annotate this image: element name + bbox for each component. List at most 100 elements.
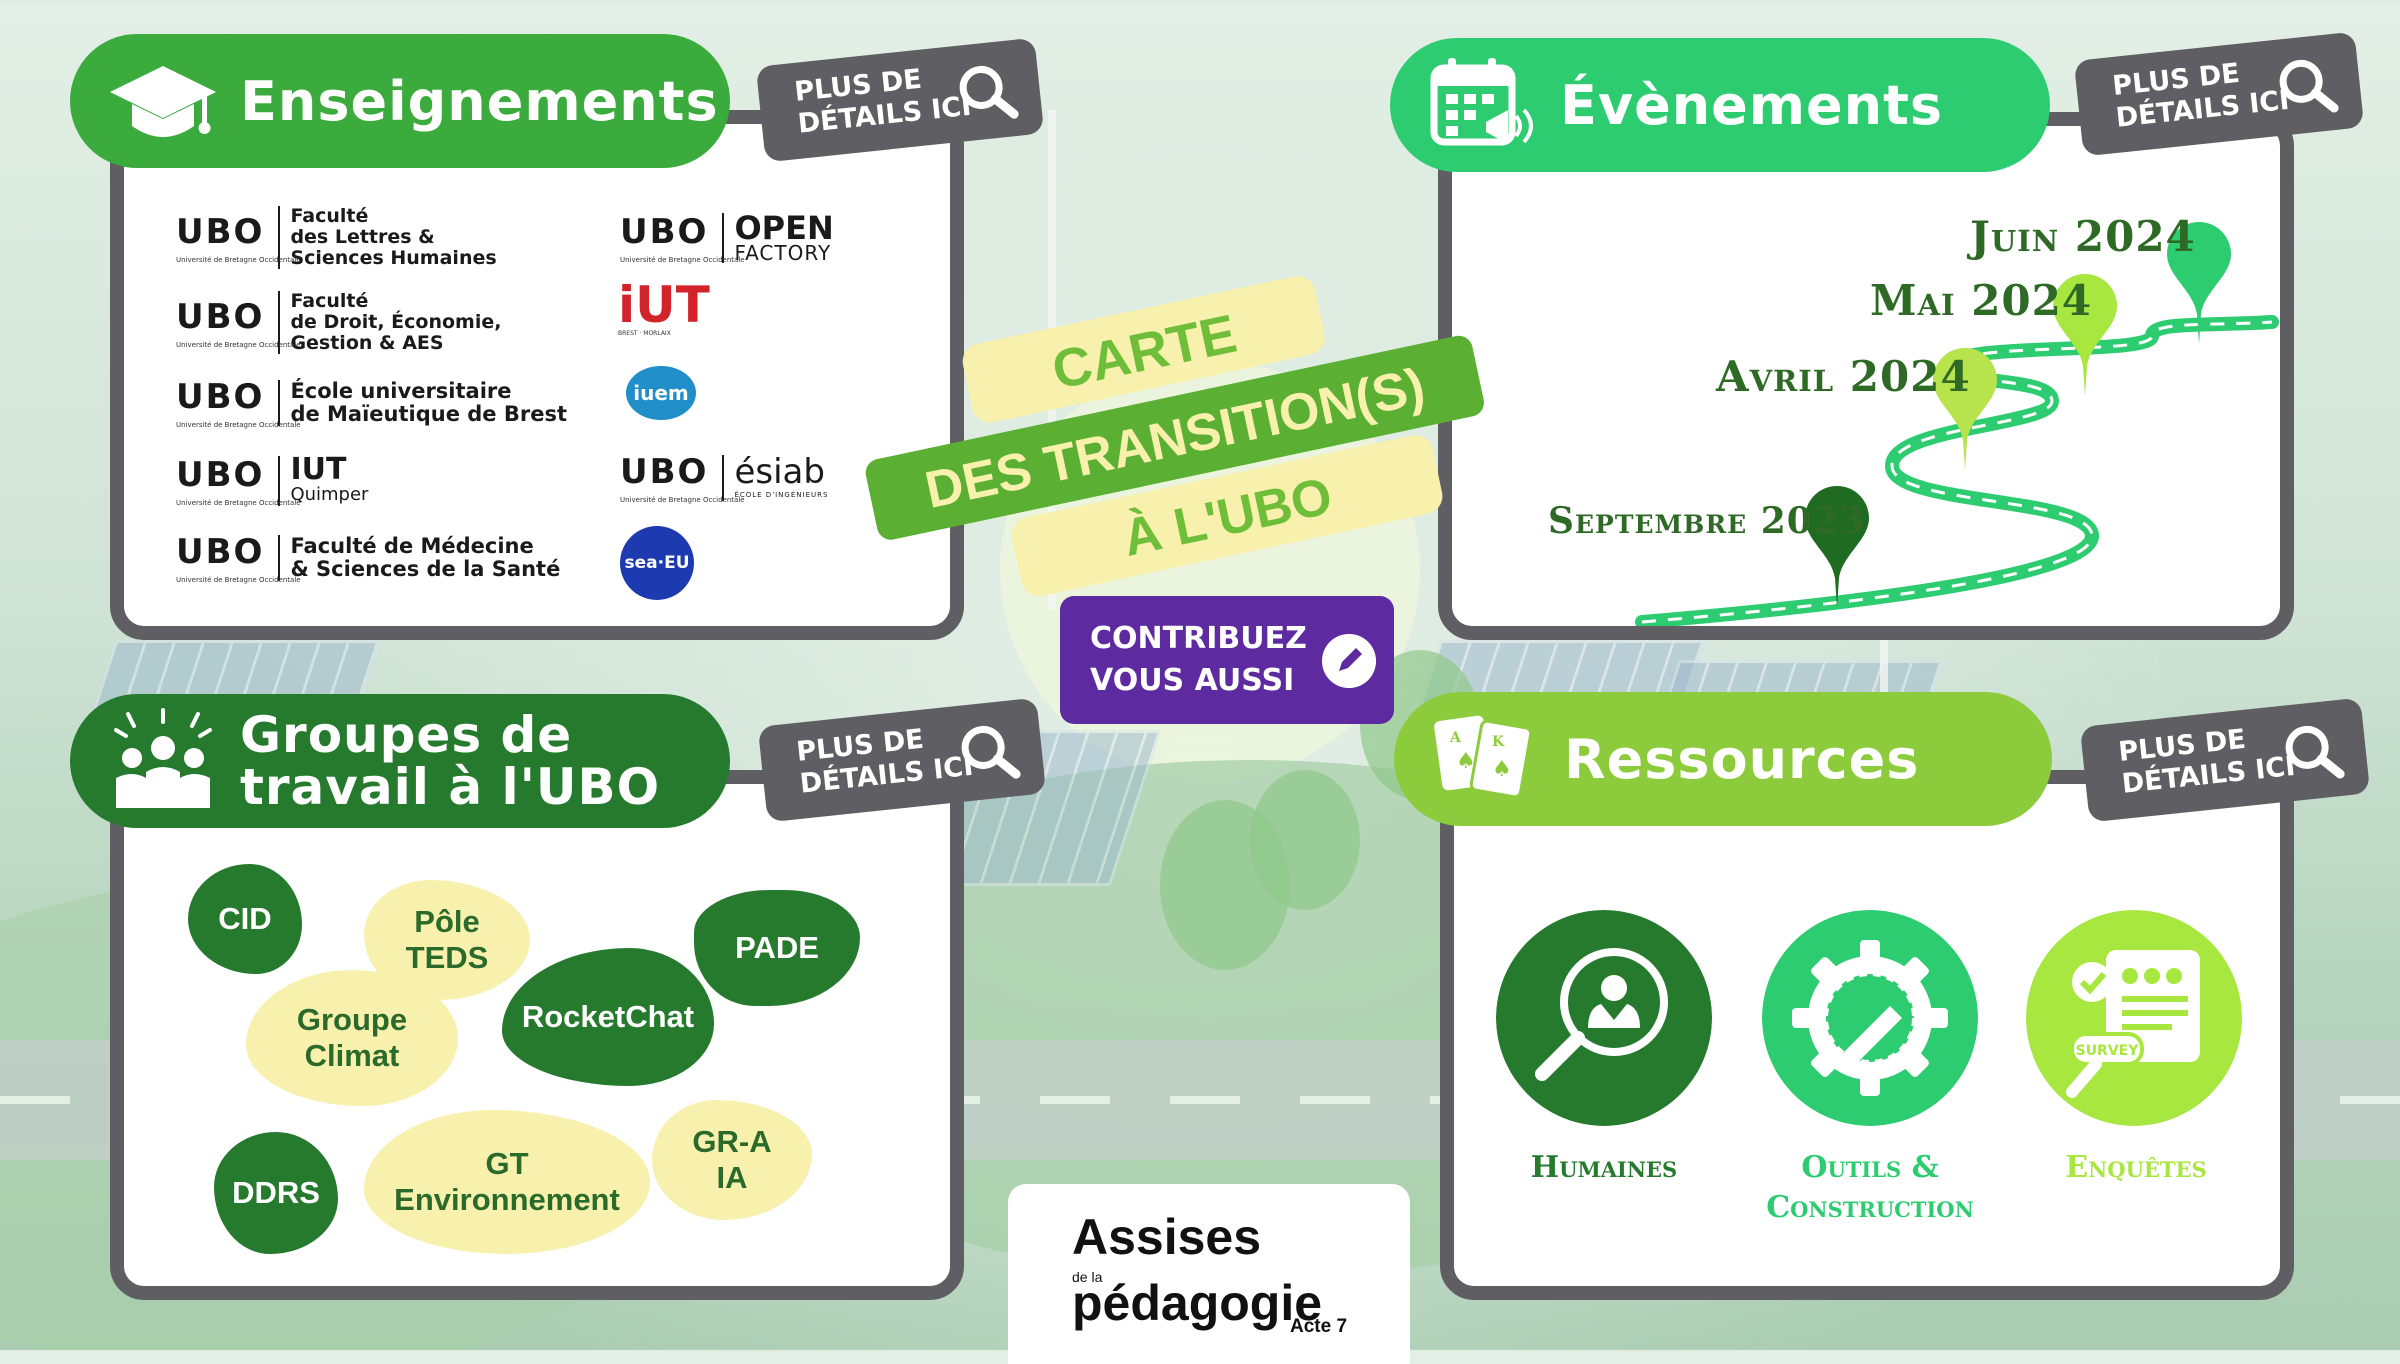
gear-tool-icon[interactable] <box>1762 910 1978 1126</box>
timeline-road <box>1635 315 2279 626</box>
group-pole-teds[interactable]: Pôle TEDS <box>364 880 530 1000</box>
svg-text:A: A <box>1449 730 1462 746</box>
playing-cards-icon: A ♠ K ♠ <box>1434 715 1533 799</box>
group-gt-environnement[interactable]: GT Environnement <box>364 1110 650 1254</box>
date-juin-2024[interactable]: Juin 2024 <box>1970 212 2196 261</box>
pin-septembre-2023[interactable] <box>1802 484 1872 614</box>
group-label: RocketChat <box>521 999 695 1034</box>
ressources-details-button[interactable]: PLUS DE DÉTAILS ICI <box>2079 697 2371 823</box>
group-label: Groupe <box>296 1002 408 1037</box>
date-year: 2023 <box>1760 500 1865 542</box>
search-icon <box>959 65 1019 119</box>
evenements-title: Évènements <box>1560 73 1944 137</box>
group-gr-a-ia[interactable]: GR-A IA <box>652 1100 812 1220</box>
resource-enquetes[interactable]: Enquêtes <box>2016 1148 2256 1188</box>
group-label: GT <box>485 1146 529 1181</box>
logo-text: FACTORY <box>734 241 832 265</box>
graduation-cap-icon <box>110 66 216 137</box>
resource-label: Humaines <box>1530 1150 1678 1185</box>
logo-text: de Droit, Économie, <box>290 311 502 333</box>
resource-outils[interactable]: Outils & Construction <box>1740 1148 2000 1228</box>
logo-text: Sciences Humaines <box>290 247 497 269</box>
search-icon <box>2279 59 2339 113</box>
logo-text: Faculté <box>290 290 369 312</box>
logo-text: sea·EU <box>624 553 690 573</box>
group-cid[interactable]: CID <box>188 864 302 974</box>
pin-avril-2024[interactable] <box>1930 346 2000 476</box>
contribute-button[interactable]: CONTRIBUEZ VOUS AUSSI <box>1060 596 1394 724</box>
assises-text: pédagogie <box>1072 1275 1323 1331</box>
date-avril-2024[interactable]: Avril 2024 <box>1716 352 1971 401</box>
group-label: PADE <box>735 930 819 965</box>
svg-text:♠: ♠ <box>1492 757 1513 782</box>
ressources-header[interactable]: A ♠ K ♠ Ressources <box>1394 692 2052 826</box>
logo-iut-brest[interactable]: iUT BREST · MORLAIX <box>618 280 710 337</box>
pencil-icon <box>1322 634 1376 688</box>
logo-text: Gestion & AES <box>290 332 444 354</box>
logo-sea-eu[interactable]: sea·EU <box>620 526 694 600</box>
people-search-icon[interactable] <box>1496 910 1712 1126</box>
group-label: CID <box>218 901 272 936</box>
survey-icon[interactable]: SURVEY <box>2026 910 2242 1126</box>
pin-juin-2024[interactable] <box>2164 220 2234 350</box>
group-climat[interactable]: Groupe Climat <box>246 970 458 1106</box>
logo-iuem[interactable]: iuem <box>626 366 696 420</box>
date-month: Mai <box>1870 276 1956 325</box>
date-month: Avril <box>1716 352 1835 401</box>
pin-mai-2024[interactable] <box>2050 272 2120 402</box>
logo-text: ÉCOLE D'INGÉNIEURS <box>734 491 829 499</box>
svg-text:K: K <box>1492 734 1505 750</box>
logo-text: Faculté de Médecine <box>290 534 534 558</box>
date-septembre-2023[interactable]: Septembre 2023 <box>1548 500 1865 542</box>
evenements-header[interactable]: Évènements <box>1390 38 2050 172</box>
date-mai-2024[interactable]: Mai 2024 <box>1870 276 2092 325</box>
logo-text: iuem <box>633 381 689 405</box>
groupes-details-button[interactable]: PLUS DE DÉTAILS ICI <box>757 697 1047 823</box>
date-year: 2024 <box>2074 212 2196 261</box>
groupes-title-line2: travail à l'UBO <box>240 758 661 816</box>
group-label: Environnement <box>394 1182 620 1217</box>
logo-text: BREST · MORLAIX <box>618 330 671 337</box>
evenements-card <box>1438 112 2294 640</box>
enseignements-title: Enseignements <box>240 69 719 133</box>
search-icon <box>2285 725 2345 779</box>
enseignements-card <box>110 110 964 640</box>
group-label: DDRS <box>232 1175 320 1210</box>
date-year: 2024 <box>1971 276 2093 325</box>
logo-text: École universitaire <box>290 379 512 403</box>
enseignements-details-button[interactable]: PLUS DE DÉTAILS ICI <box>755 37 1045 163</box>
contribute-line2: VOUS AUSSI <box>1090 663 1295 698</box>
logo-text: Faculté <box>290 205 369 227</box>
resource-humaines[interactable]: Humaines <box>1484 1148 1724 1188</box>
logo-text: ésiab <box>734 452 825 492</box>
logo-text: des Lettres & <box>290 226 435 248</box>
calendar-megaphone-icon <box>1430 58 1533 146</box>
svg-text:SURVEY: SURVEY <box>2076 1043 2140 1059</box>
group-pade[interactable]: PADE <box>694 890 860 1006</box>
background-tree <box>1250 770 1360 910</box>
group-ddrs[interactable]: DDRS <box>214 1132 338 1254</box>
logo-text: OPEN <box>734 209 834 247</box>
date-month: Juin <box>1970 212 2060 261</box>
enseignements-header[interactable]: Enseignements <box>70 34 730 168</box>
resource-label: Outils & <box>1801 1150 1939 1185</box>
groupes-title-line1: Groupes de <box>240 706 573 764</box>
evenements-details-button[interactable]: PLUS DE DÉTAILS ICI <box>2073 31 2365 157</box>
groupes-header[interactable]: Groupes de travail à l'UBO <box>70 694 730 828</box>
group-label: IA <box>716 1160 748 1195</box>
search-icon <box>961 725 1021 779</box>
logo-text: IUT <box>290 452 347 487</box>
